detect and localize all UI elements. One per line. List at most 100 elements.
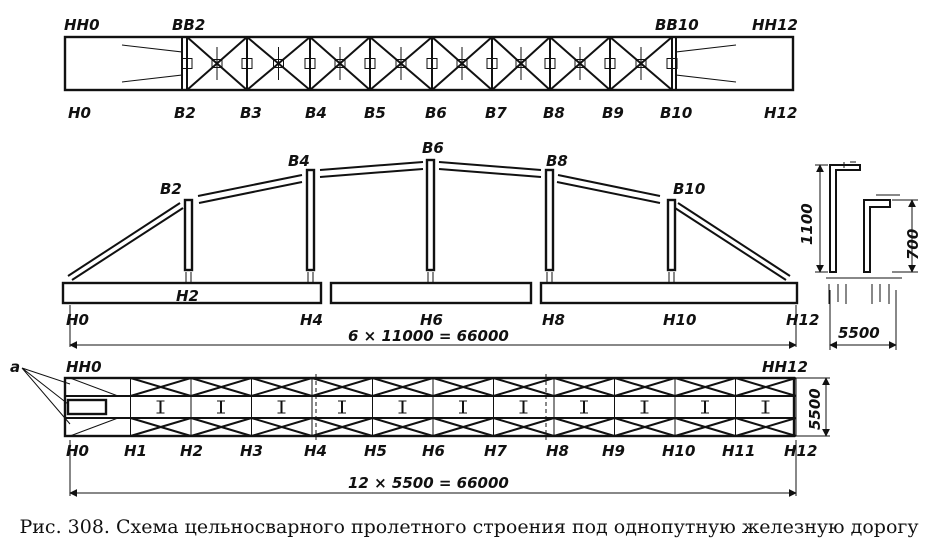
top-bracing-gusset (635, 59, 647, 68)
top-bracing-gusset (334, 59, 346, 68)
bottom-end-triangle (69, 417, 119, 437)
top-bracing-gusset (456, 59, 468, 68)
top-plan-label-v2: В2 (174, 104, 196, 122)
marker-a-leaders (21, 367, 71, 425)
top-plan-label-v4: В4 (305, 104, 327, 122)
vertical-6 (425, 158, 436, 272)
top-plan-label-v7: В7 (485, 104, 507, 122)
top-plan-label-nn12: НН12 (752, 16, 798, 34)
figure-caption: Рис. 308. Схема цельносварного пролетног… (19, 516, 919, 538)
bottom-bracing-plan: a НН0 НН12 Н0 Н1 Н2 Н3 Н4 Н5 Н6 Н7 Н8 Н9… (10, 358, 830, 497)
bottom-plan-label-n7: Н7 (484, 442, 508, 460)
bottom-plan-label-n4: Н4 (304, 442, 327, 460)
bottom-bracing-diagonal (372, 377, 434, 397)
bottom-plan-label-n5: Н5 (364, 442, 387, 460)
elev-label-n8: Н8 (542, 311, 565, 329)
cross-section: 1100 700 5500 (798, 161, 922, 350)
bottom-end-triangle (69, 377, 119, 397)
bottom-bracing-diagonal (251, 377, 313, 397)
end-diagonal-left (67, 202, 181, 277)
bottom-bracing-diagonal (674, 417, 736, 437)
elev-label-v6: В6 (422, 139, 444, 157)
elev-label-v2: В2 (160, 180, 182, 198)
elev-label-v4: В4 (288, 152, 310, 170)
elev-label-n12: Н12 (786, 311, 819, 329)
bottom-plan-label-nn12: НН12 (762, 358, 808, 376)
bottom-bracing-diagonal (130, 377, 192, 397)
top-plan-label-v5: В5 (364, 104, 386, 122)
top-bracing-plan: НН0 ВВ2 ВВ10 НН12 Н0 В2 В3 В4 В5 В6 В7 В… (63, 16, 798, 122)
top-bracing-node-plate (241, 58, 253, 69)
top-plan-label-vv10: ВВ10 (655, 16, 699, 34)
bottom-chord-middle (329, 281, 533, 305)
bottom-bracing-diagonal (493, 417, 555, 437)
vertical-2 (183, 198, 194, 272)
vertical-4 (305, 168, 316, 272)
top-plan-label-n12: Н12 (764, 104, 797, 122)
bottom-plan-width-dimension: 5500 (806, 388, 824, 430)
vertical-8 (544, 168, 555, 272)
top-bracing-node-plate (486, 58, 498, 69)
bottom-bracing-diagonal (130, 417, 192, 437)
elev-label-v10: В10 (673, 180, 705, 198)
bottom-bracing-diagonal (493, 377, 555, 397)
top-bracing-gusset (211, 59, 223, 68)
bottom-bracing-members (69, 374, 797, 440)
section-dim-5500: 5500 (838, 324, 880, 342)
bottom-bracing-diagonal (372, 417, 434, 437)
elev-label-n10: Н10 (663, 311, 696, 329)
top-plan-label-n0: Н0 (68, 104, 91, 122)
top-bracing-node-plate (544, 58, 556, 69)
elev-label-n0: Н0 (66, 311, 89, 329)
top-plan-label-v9: В9 (602, 104, 624, 122)
top-plan-label-nn0: НН0 (64, 16, 100, 34)
top-bracing-node-plate (426, 58, 438, 69)
marker-a: a (10, 358, 20, 376)
section-stringer (863, 199, 891, 273)
top-bracing-gusset (515, 59, 527, 68)
bottom-bracing-diagonal (735, 377, 797, 397)
bottom-bracing-diagonal (432, 377, 494, 397)
top-bracing-node-plate (304, 58, 316, 69)
top-bracing-gusset (574, 59, 586, 68)
top-bracing-node-plate (364, 58, 376, 69)
top-plan-label-v10: В10 (660, 104, 692, 122)
bottom-chord-left (61, 281, 323, 305)
elev-span-dimension: 6 × 11000 = 66000 (348, 327, 509, 345)
top-plan-label-vv2: ВВ2 (172, 16, 205, 34)
bottom-bracing-diagonal (553, 377, 615, 397)
bottom-plan-label-n6: Н6 (422, 442, 445, 460)
bottom-plan-label-n9: Н9 (602, 442, 625, 460)
bottom-bracing-diagonal (674, 377, 736, 397)
bottom-bracing-diagonal (190, 417, 252, 437)
top-bracing-node-plate (604, 58, 616, 69)
bottom-plan-label-n8: Н8 (546, 442, 569, 460)
bottom-plan-label-n12: Н12 (784, 442, 817, 460)
bottom-bracing-diagonal (553, 417, 615, 437)
bottom-plan-label-nn0: НН0 (66, 358, 102, 376)
section-arch-rib (829, 164, 861, 273)
vertical-10 (666, 198, 677, 272)
bottom-chord-right (539, 281, 799, 305)
bottom-bracing-diagonal (614, 417, 676, 437)
top-bracing-gusset (395, 59, 407, 68)
bottom-plan-label-n3: Н3 (240, 442, 263, 460)
bottom-plan-label-n0: Н0 (66, 442, 89, 460)
section-dim-700: 700 (904, 229, 922, 260)
elev-label-v8: В8 (546, 152, 568, 170)
top-plan-label-v6: В6 (425, 104, 447, 122)
elev-label-n2: Н2 (176, 287, 199, 305)
truss-elevation: В2 В4 В6 В8 В10 Н0 Н2 Н4 Н6 Н8 Н10 Н12 6… (61, 139, 819, 349)
bottom-plan-label-n2: Н2 (180, 442, 203, 460)
top-plan-label-v3: В3 (240, 104, 262, 122)
bottom-plan-label-n10: Н10 (662, 442, 695, 460)
top-plan-label-v8: В8 (543, 104, 565, 122)
bottom-bracing-diagonal (251, 417, 313, 437)
bottom-bracing-diagonal (432, 417, 494, 437)
bottom-bracing-diagonal (311, 417, 373, 437)
elev-label-n6: Н6 (420, 311, 443, 329)
end-diagonal-right (677, 202, 791, 277)
bottom-bracing-diagonal (190, 377, 252, 397)
elev-label-n4: Н4 (300, 311, 323, 329)
bottom-bracing-diagonal (311, 377, 373, 397)
